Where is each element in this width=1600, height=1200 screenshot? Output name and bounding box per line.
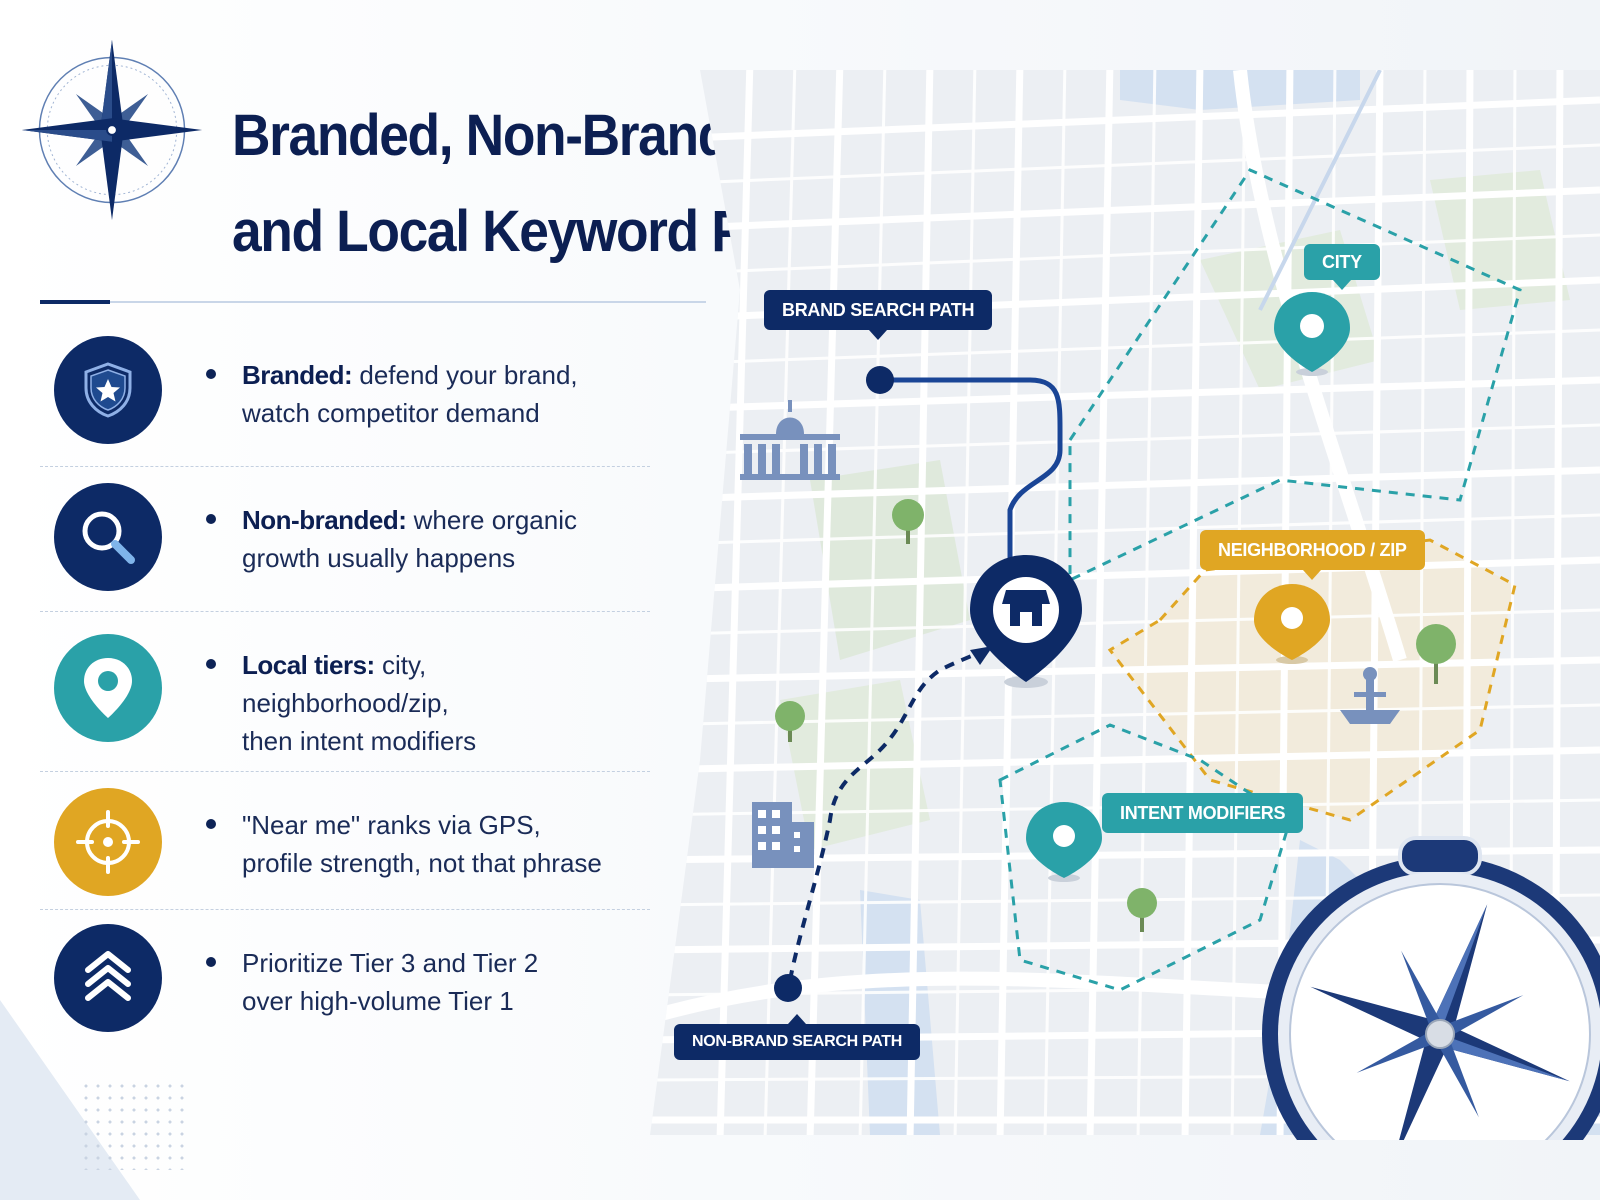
office-windows: [758, 810, 800, 852]
item-text: Branded: defend your brand, watch compet…: [242, 356, 662, 432]
fountain-icon: [1340, 667, 1400, 724]
bullet-dot: [206, 659, 216, 669]
item-text-line: watch competitor demand: [242, 398, 540, 428]
intent-zone-boundary: [998, 723, 1292, 992]
tree-icon: [775, 701, 805, 742]
title-divider: [40, 300, 706, 304]
brand-path-start-dot: [866, 366, 894, 394]
store-pin-icon: [970, 555, 1082, 688]
city-map: BRAND SEARCH PATH NON-BRAND SEARCH PATH …: [640, 60, 1600, 1140]
brand-search-path-line: [880, 377, 1063, 560]
item-text: "Near me" ranks via GPS, profile strengt…: [242, 806, 662, 882]
row-divider: [40, 909, 650, 910]
intent-modifiers-text: INTENT MODIFIERS: [1120, 803, 1286, 823]
magnifier-icon: [54, 483, 162, 591]
list-item-prioritize: Prioritize Tier 3 and Tier 2 over high-v…: [40, 910, 650, 1050]
list-item-non-branded: Non-branded: where organic growth usuall…: [40, 467, 650, 612]
brand-search-path-label: BRAND SEARCH PATH: [764, 290, 993, 340]
list-item-near-me: "Near me" ranks via GPS, profile strengt…: [40, 772, 650, 910]
non-brand-search-path-text: NON-BRAND SEARCH PATH: [692, 1033, 902, 1050]
capitol-building-icon: [740, 400, 840, 480]
city-zone-boundary: [1068, 168, 1522, 583]
non-brand-search-path-label: NON-BRAND SEARCH PATH: [674, 1014, 920, 1060]
tree-icon: [892, 499, 924, 544]
row-divider: [40, 466, 650, 467]
item-text-line: then intent modifiers: [242, 726, 477, 756]
chevrons-up-icon: [54, 924, 162, 1032]
item-text: Non-branded: where organic growth usuall…: [242, 501, 662, 577]
intent-modifiers-label: INTENT MODIFIERS: [1102, 793, 1304, 833]
city-label-text: CITY: [1322, 252, 1362, 272]
item-text-line: "Near me" ranks via GPS,: [242, 810, 541, 840]
river-stream: [1258, 70, 1382, 311]
bullet-dot: [206, 369, 216, 379]
non-brand-search-path-line: [788, 648, 986, 981]
label-pointer: [1332, 280, 1351, 290]
compass-rose-icon: [21, 39, 203, 221]
bullet-dot: [206, 819, 216, 829]
crosshair-icon: [54, 788, 162, 896]
city-label: CITY: [1304, 244, 1380, 290]
item-text: Prioritize Tier 3 and Tier 2 over high-v…: [242, 944, 662, 1020]
neighborhood-zone-fill: [1110, 540, 1515, 820]
row-divider: [40, 611, 650, 612]
title-divider-accent: [40, 300, 110, 304]
item-text-line: over high-volume Tier 1: [242, 986, 514, 1016]
neighborhood-zip-text: NEIGHBORHOOD / ZIP: [1218, 540, 1407, 560]
item-bold-label: Non-branded:: [242, 505, 407, 535]
bullet-dot: [206, 514, 216, 524]
list-item-branded: Branded: defend your brand, watch compet…: [40, 322, 650, 467]
item-text-line: Prioritize Tier 3 and Tier 2: [242, 948, 539, 978]
label-pointer: [1303, 570, 1322, 580]
path-arrow-head: [970, 646, 993, 665]
large-compass-icon: [1262, 836, 1600, 1140]
item-text-line: where organic: [413, 505, 577, 535]
item-text-line: defend your brand,: [359, 360, 578, 390]
park-area: [810, 460, 970, 660]
item-text: Local tiers: city, neighborhood/zip, the…: [242, 646, 662, 760]
list-item-local-tiers: Local tiers: city, neighborhood/zip, the…: [40, 612, 650, 772]
neighborhood-zip-label: NEIGHBORHOOD / ZIP: [1200, 530, 1425, 580]
shield-star-icon: [54, 336, 162, 444]
label-pointer: [869, 330, 888, 340]
neighborhood-pin-icon: [1254, 584, 1330, 664]
intent-pin-icon: [1026, 802, 1102, 882]
tree-icon: [1416, 624, 1456, 684]
item-text-line: neighborhood/zip,: [242, 688, 449, 718]
row-divider: [40, 771, 650, 772]
item-text-line: city,: [381, 650, 427, 680]
non-brand-path-start-dot: [774, 974, 802, 1002]
brand-search-path-text: BRAND SEARCH PATH: [782, 300, 975, 320]
item-bold-label: Local tiers:: [242, 650, 375, 680]
tree-icon: [1127, 888, 1157, 932]
location-pin-icon: [54, 634, 162, 742]
canal: [860, 890, 940, 1135]
item-text-line: growth usually happens: [242, 543, 516, 573]
bullet-dot: [206, 957, 216, 967]
item-text-line: profile strength, not that phrase: [242, 848, 602, 878]
map-canvas: [650, 70, 1600, 1140]
dot-pattern: [80, 1080, 190, 1170]
item-bold-label: Branded:: [242, 360, 353, 390]
label-pointer: [788, 1014, 806, 1024]
city-pin-icon: [1274, 292, 1350, 376]
